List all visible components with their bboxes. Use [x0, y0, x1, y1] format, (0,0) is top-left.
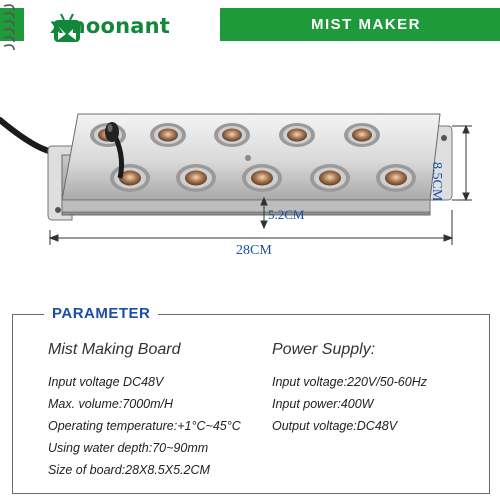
indicator-light — [245, 155, 251, 161]
spec-item: Input power:400W — [272, 397, 374, 411]
float-switch — [105, 122, 125, 179]
dimension-lines — [48, 124, 472, 245]
parameter-panel — [12, 314, 490, 494]
power-supply-specs: Power Supply: Input voltage:220V/50-60Hz… — [272, 340, 427, 437]
brand-logo-text: xmoonant — [50, 14, 170, 38]
brand-logo — [24, 2, 220, 50]
spec-item: Input voltage DC48V — [48, 375, 164, 389]
spec-item: Max. volume:7000m/H — [48, 397, 174, 411]
parameter-title: PARAMETER — [52, 305, 151, 322]
spec-item: Operating temperature:+1°C~45°C — [48, 419, 241, 433]
dimension-length-label: 28CM — [236, 243, 272, 258]
dimension-height-label: 5.2CM — [268, 207, 305, 222]
product-illustration: 5.2CM 28CM 8.5CM — [0, 60, 500, 275]
atomizer-discs-front-row — [110, 164, 416, 192]
dimension-width-label: 8.5CM — [429, 162, 444, 202]
spec-item: Size of board:28X8.5X5.2CM — [48, 463, 210, 477]
parameter-title-wrap: PARAMETER — [44, 304, 159, 324]
power-supply-heading: Power Supply: — [272, 341, 376, 358]
header: xmoonant MIST MAKER — [0, 0, 500, 52]
robot-logo-icon — [54, 13, 80, 42]
mist-board-specs: Mist Making Board Input voltage DC48V Ma… — [48, 340, 241, 481]
spec-item: Using water depth:70~90mm — [48, 441, 209, 455]
mist-board-heading: Mist Making Board — [48, 341, 181, 358]
spiral-binding-icon — [3, 4, 15, 51]
mist-maker-drawing — [0, 113, 472, 245]
spec-item: Input voltage:220V/50-60Hz — [272, 375, 427, 389]
spec-item: Output voltage:DC48V — [272, 419, 398, 433]
page-title: MIST MAKER — [311, 16, 421, 33]
